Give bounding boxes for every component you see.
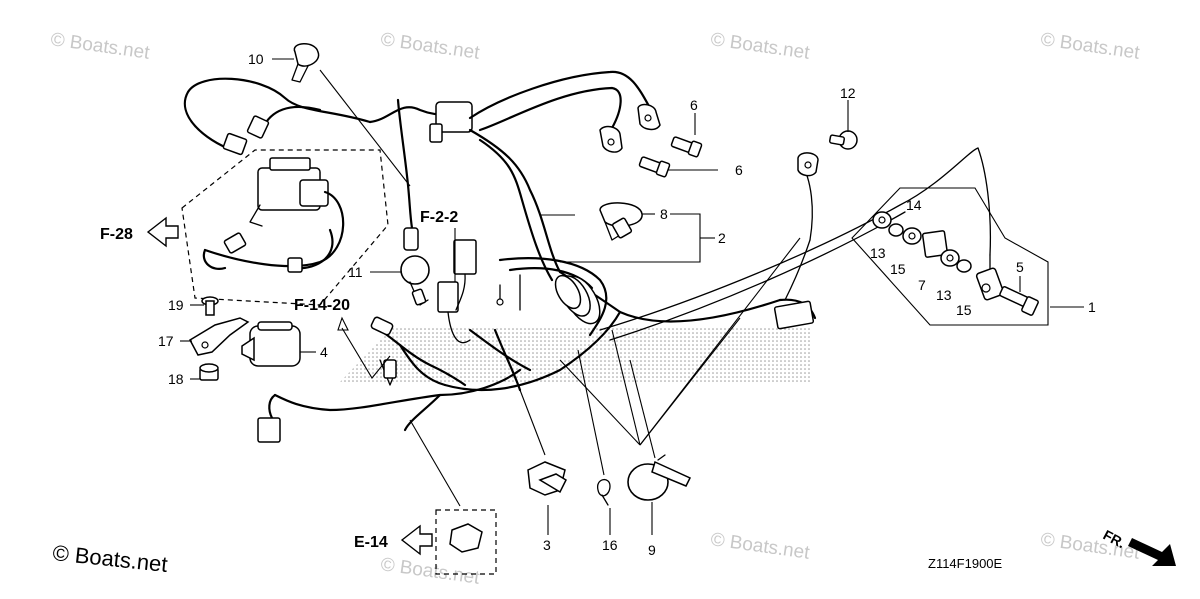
callout-4: 4	[320, 344, 328, 360]
f28-reference: F-28	[100, 226, 133, 243]
callout-13-right: 13	[936, 287, 952, 303]
nut-part-13-left	[872, 211, 892, 229]
band-part-9	[627, 454, 692, 501]
callout-17: 17	[158, 333, 174, 349]
ignition-coil-assembly	[202, 157, 345, 273]
clip-part-16	[597, 479, 611, 506]
f22-reference: F-2-2	[420, 209, 458, 226]
washer-part-15-left	[888, 223, 904, 237]
callout-8: 8	[660, 206, 668, 222]
callout-16: 16	[602, 537, 618, 553]
watermark: © Boats.net	[1039, 29, 1141, 64]
terminal-pins	[496, 274, 521, 311]
callout-14: 14	[906, 197, 922, 213]
callout-18: 18	[168, 371, 184, 387]
watermark: © Boats.net	[1039, 529, 1141, 564]
f1420-reference: F-14-20	[294, 297, 350, 314]
callout-19: 19	[168, 297, 184, 313]
f28-group-box	[181, 149, 389, 306]
terminal-ring-upper	[637, 103, 661, 131]
regulator-part-4	[241, 321, 301, 367]
washer-part-14	[902, 227, 922, 245]
halftone-logo-watermark	[340, 328, 812, 382]
band-clip-part-10	[291, 43, 320, 83]
screw-part-19	[201, 296, 219, 316]
e14-reference: E-14	[354, 534, 388, 551]
front-arrow-icon	[1128, 538, 1176, 566]
callout-15-left: 15	[890, 261, 906, 277]
ground-terminal	[797, 152, 819, 177]
callout-6-lower: 6	[735, 162, 743, 178]
callouts: 10 6 6 12 8 2 11 14 13 15 7 13 15 5 1 19…	[158, 51, 1096, 558]
callout-3: 3	[543, 537, 551, 553]
diagram-code: Z114F1900E	[928, 556, 1003, 571]
bolt-part-5	[999, 286, 1039, 316]
callout-9: 9	[648, 542, 656, 558]
bracket-part-17	[189, 317, 250, 356]
callout-13-left: 13	[870, 245, 886, 261]
callout-1: 1	[1088, 299, 1096, 315]
screw-part-12	[828, 130, 858, 150]
nut-part-13-right	[940, 249, 960, 267]
band-part-8	[599, 202, 643, 241]
nut-part-18	[199, 363, 219, 381]
washer-part-15-right	[956, 259, 972, 273]
bolt-part-6-upper	[670, 136, 703, 158]
callout-6-upper: 6	[690, 97, 698, 113]
terminal-ring-lower	[599, 125, 623, 153]
copyright-notice: © Boats.net	[51, 540, 168, 577]
plate-part-7	[921, 230, 949, 258]
watermark: © Boats.net	[379, 29, 481, 64]
callout-12: 12	[840, 85, 856, 101]
harness-grommet	[554, 274, 601, 325]
callout-2: 2	[718, 230, 726, 246]
callout-10: 10	[248, 51, 264, 67]
bolt-part-6-lower	[638, 156, 671, 178]
watermark: © Boats.net	[709, 529, 811, 564]
watermark: © Boats.net	[49, 29, 151, 64]
wire-harness	[183, 70, 1005, 443]
f28-reference-arrow: F-28	[100, 216, 179, 248]
callout-15-right: 15	[956, 302, 972, 318]
leader-lines	[180, 58, 1084, 535]
callout-11: 11	[348, 264, 363, 280]
watermark: © Boats.net	[379, 554, 481, 589]
callout-5: 5	[1016, 259, 1024, 275]
callout-7: 7	[918, 277, 926, 293]
watermark: © Boats.net	[709, 29, 811, 64]
band-clip-part-11	[400, 255, 430, 306]
e14-reference-box: E-14	[354, 509, 497, 575]
part-1-group-box	[851, 187, 1049, 326]
clip-part-3	[527, 461, 567, 496]
f22-connector: F-2-2	[420, 209, 477, 344]
